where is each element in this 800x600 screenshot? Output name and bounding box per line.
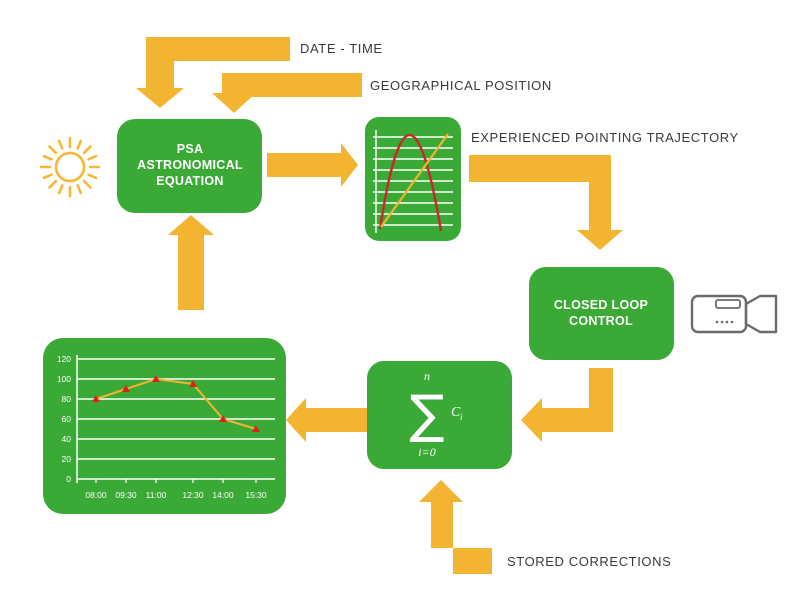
sum-term: C <box>451 405 461 420</box>
y-tick-label: 20 <box>62 454 72 464</box>
x-tick-label: 15:30 <box>245 490 267 500</box>
x-tick-label: 12:30 <box>182 490 204 500</box>
camera-icon <box>690 294 778 334</box>
y-tick-label: 40 <box>62 434 72 444</box>
psa-label-line1: PSA <box>177 142 204 156</box>
sum-lower-limit: i=0 <box>418 445 435 459</box>
sun-icon <box>39 136 101 198</box>
y-tick-label: 80 <box>62 394 72 404</box>
closed-loop-control-box: CLOSED LOOP CONTROL <box>529 267 674 360</box>
stored-corrections-label: STORED CORRECTIONS <box>507 554 671 569</box>
sum-subscript: i <box>460 412 463 422</box>
sum-to-chart-arrow <box>286 398 377 442</box>
data-point <box>152 375 160 382</box>
y-tick-label: 0 <box>66 474 71 484</box>
data-point <box>92 395 100 402</box>
arrows <box>136 37 623 574</box>
date-time-arrow <box>136 37 290 108</box>
data-point <box>252 425 260 432</box>
closed-loop-label-line2: CONTROL <box>569 314 633 328</box>
data-point <box>122 385 130 392</box>
sum-upper-limit: n <box>424 369 430 383</box>
y-tick-label: 100 <box>57 374 71 384</box>
geo-position-label: GEOGRAPHICAL POSITION <box>370 78 552 93</box>
data-point <box>189 380 197 387</box>
x-tick-label: 08:00 <box>85 490 107 500</box>
y-tick-label: 120 <box>57 354 71 364</box>
data-point <box>219 415 227 422</box>
trajectory-chart-box <box>365 117 461 241</box>
trajectory-yellow-line <box>380 133 449 228</box>
x-tick-label: 14:00 <box>212 490 234 500</box>
psa-equation-box: PSA ASTRONOMICAL EQUATION <box>117 119 262 213</box>
x-tick-label: 11:00 <box>146 490 167 500</box>
summation-box: n ∑ i=0 C i <box>367 361 512 469</box>
psa-label-line3: EQUATION <box>156 174 223 188</box>
date-time-label: DATE - TIME <box>300 41 383 56</box>
geo-position-arrow <box>212 73 362 113</box>
closed-loop-label-line1: CLOSED LOOP <box>554 298 648 312</box>
trajectory-label: EXPERIENCED POINTING TRAJECTORY <box>471 130 739 145</box>
x-tick-label: 09:30 <box>115 490 137 500</box>
results-chart-plot: 0 20 40 60 80 100 120 08:00 09:30 11:00 12:30 14:00… <box>57 354 275 500</box>
trajectory-to-closed-loop-arrow <box>469 155 623 250</box>
closed-loop-to-sum-arrow <box>521 368 613 442</box>
chart-to-psa-arrow <box>168 215 214 310</box>
trajectory-red-curve <box>378 134 443 232</box>
psa-label-line2: ASTRONOMICAL <box>137 158 243 172</box>
psa-to-trajectory-arrow <box>267 143 358 187</box>
sum-symbol: ∑ <box>409 385 444 445</box>
y-tick-label: 60 <box>62 414 72 424</box>
results-chart-box: 0 20 40 60 80 100 120 08:00 09:30 11:00 12:30 14:00… <box>43 338 286 514</box>
series-line <box>95 377 257 430</box>
stored-corrections-arrow <box>419 480 492 574</box>
